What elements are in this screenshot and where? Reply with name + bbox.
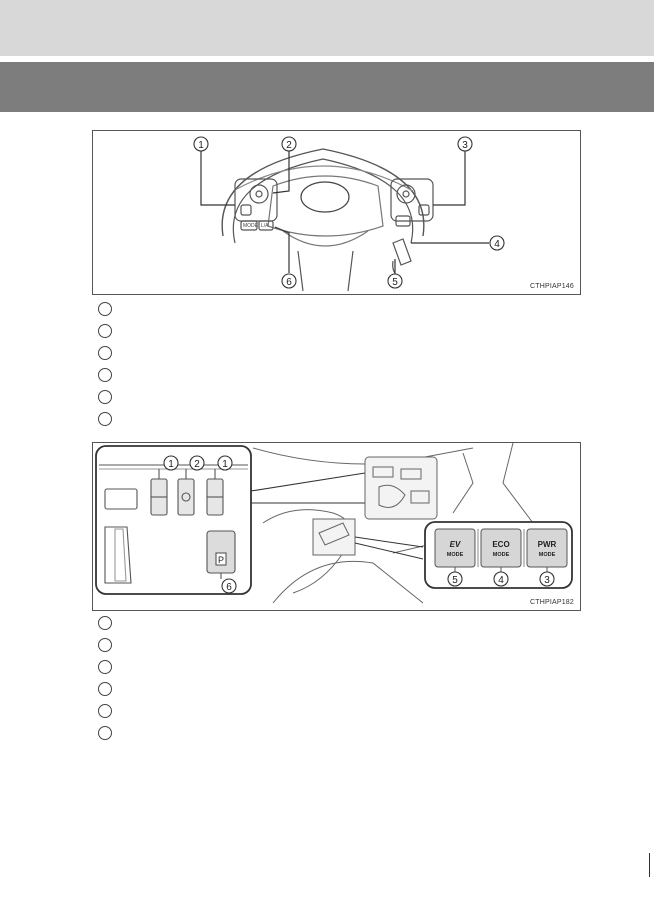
legend-item bbox=[98, 704, 498, 722]
callout-circle-4 bbox=[489, 235, 505, 251]
legend-item bbox=[98, 346, 498, 364]
callout-number-1: 1 bbox=[222, 459, 228, 470]
ev-mode-sub: MODE bbox=[447, 552, 464, 558]
callout-number-5: 5 bbox=[452, 575, 458, 586]
legend-number-circle bbox=[98, 390, 112, 404]
callout-circle-4 bbox=[493, 571, 509, 587]
steering-lane-button-label: L/A bbox=[261, 223, 269, 229]
callout-number-2: 2 bbox=[194, 459, 200, 470]
figure-code: CTHPIAP182 bbox=[529, 599, 574, 606]
legend-number-circle bbox=[98, 616, 112, 630]
callout-circle-6 bbox=[221, 578, 237, 594]
legend-item bbox=[98, 324, 498, 342]
eco-mode-title: ECO bbox=[492, 540, 509, 549]
callout-number-3: 3 bbox=[544, 575, 550, 586]
callout-circle-5 bbox=[447, 571, 463, 587]
callout-number-2: 2 bbox=[286, 140, 292, 151]
callout-number-5: 5 bbox=[392, 277, 398, 288]
legend-number-circle bbox=[98, 324, 112, 338]
pwr-mode-title: PWR bbox=[538, 540, 557, 549]
callout-number-4: 4 bbox=[498, 575, 504, 586]
callout-circle-3 bbox=[539, 571, 555, 587]
ev-mode-title: EV bbox=[450, 540, 461, 549]
legend-item bbox=[98, 638, 498, 656]
legend-number-circle bbox=[98, 682, 112, 696]
legend-item bbox=[98, 616, 498, 634]
legend-number-circle bbox=[98, 726, 112, 740]
steering-wheel-figure: MODE L/A 1 2 3 4 5 6 CTHPIAP146 bbox=[92, 130, 581, 295]
figure-code: CTHPIAP146 bbox=[529, 283, 574, 290]
legend-item bbox=[98, 412, 498, 430]
callout-number-4: 4 bbox=[494, 239, 500, 250]
callout-circle-6 bbox=[281, 273, 297, 289]
legend-number-circle bbox=[98, 346, 112, 360]
callout-number-6: 6 bbox=[286, 277, 292, 288]
legend-item bbox=[98, 390, 498, 408]
legend-item bbox=[98, 682, 498, 700]
callout-number-3: 3 bbox=[462, 140, 468, 151]
callout-circle-1 bbox=[193, 136, 209, 152]
legend-item bbox=[98, 368, 498, 386]
callout-circle-3 bbox=[457, 136, 473, 152]
pwr-mode-sub: MODE bbox=[539, 552, 556, 558]
callout-circle-1 bbox=[163, 455, 179, 471]
legend-number-circle bbox=[98, 704, 112, 718]
callout-number-1: 1 bbox=[168, 459, 174, 470]
legend-number-circle bbox=[98, 660, 112, 674]
steering-wheel-illustration: MODE L/A 1 2 3 4 5 6 bbox=[193, 136, 505, 292]
callout-circle-2 bbox=[281, 136, 297, 152]
legend-number-circle bbox=[98, 412, 112, 426]
eco-mode-sub: MODE bbox=[493, 552, 510, 558]
section-title-bar bbox=[0, 62, 654, 112]
callout-circle-1 bbox=[217, 455, 233, 471]
legend-item bbox=[98, 302, 498, 320]
header-band bbox=[0, 0, 654, 56]
page-margin-mark bbox=[649, 853, 650, 877]
steering-mode-button-label: MODE bbox=[243, 223, 259, 229]
legend-number-circle bbox=[98, 638, 112, 652]
callout-circle-2 bbox=[189, 455, 205, 471]
callout-circle-5 bbox=[387, 273, 403, 289]
legend-number-circle bbox=[98, 368, 112, 382]
legend-item bbox=[98, 660, 498, 678]
callout-number-1: 1 bbox=[198, 140, 204, 151]
center-console-figure: P bbox=[92, 442, 581, 611]
callout-number-6: 6 bbox=[226, 582, 232, 593]
legend-number-circle bbox=[98, 302, 112, 316]
center-console-illustration: P bbox=[95, 443, 573, 604]
park-button-label: P bbox=[218, 555, 224, 565]
legend-item bbox=[98, 726, 498, 744]
